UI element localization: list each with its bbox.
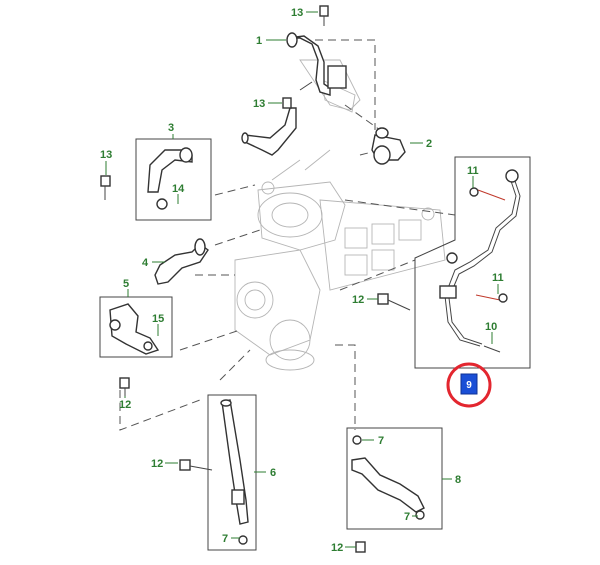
part-9-feed-pipe[interactable] [439,169,521,353]
box-part-9-assembly [414,156,531,369]
callout-12-bottom[interactable]: 12 [331,542,343,554]
callout-5[interactable]: 5 [123,278,129,290]
dashed-relation-lines [119,39,456,431]
callout-1[interactable]: 1 [256,35,262,47]
callout-4[interactable]: 4 [142,257,149,269]
callout-10[interactable]: 10 [485,321,497,333]
highlighted-part-9[interactable]: 9 [446,362,492,408]
callout-3[interactable]: 3 [168,122,174,134]
part-2-hose[interactable] [371,127,406,165]
bolts [100,5,411,553]
box-part-8 [346,427,443,530]
part-9-tag-label: 9 [466,380,472,391]
bolt-12-lower[interactable] [179,459,213,471]
highlight-ring [446,362,492,408]
box-part-5 [99,296,173,358]
callout-8[interactable]: 8 [455,474,461,486]
callout-7-upper[interactable]: 7 [378,435,384,447]
part-1-upper-pipe[interactable] [286,32,347,96]
callout-12-lower[interactable]: 12 [151,458,163,470]
callout-12-center[interactable]: 12 [352,294,364,306]
bolt-13-left[interactable] [100,175,111,200]
bolt-13-top[interactable] [319,5,329,26]
callout-13-left[interactable]: 13 [100,149,112,161]
part-3-hose[interactable] [147,147,193,210]
callout-2[interactable]: 2 [426,138,432,150]
part-8-return-pipe[interactable] [351,435,425,520]
bolt-12-bottom[interactable] [355,541,366,553]
callout-6[interactable]: 6 [270,467,276,479]
callout-7-lower[interactable]: 7 [404,511,410,523]
callout-13-mid[interactable]: 13 [253,98,265,110]
callout-12-left[interactable]: 12 [119,399,131,411]
part-13-pipe[interactable] [241,107,297,156]
callout-13-top[interactable]: 13 [291,7,303,19]
callout-11-top[interactable]: 11 [467,165,479,177]
callout-15[interactable]: 15 [152,313,164,325]
callouts: 13 1 13 2 3 13 14 4 5 15 12 12 11 11 10 … [100,7,504,554]
callout-7-left[interactable]: 7 [222,533,228,545]
bolt-12-left[interactable] [119,377,130,396]
part-4-hose[interactable] [154,238,209,285]
part-5-bracket[interactable] [109,303,160,355]
bolt-13-mid[interactable] [282,97,292,109]
callout-14[interactable]: 14 [172,183,185,195]
callout-11-mid[interactable]: 11 [492,272,504,284]
part-6-oil-pipe[interactable] [220,399,249,545]
part-9-tag[interactable] [460,373,478,395]
bolt-12-center[interactable] [377,293,411,311]
engine-ghost-drawing [234,59,446,371]
